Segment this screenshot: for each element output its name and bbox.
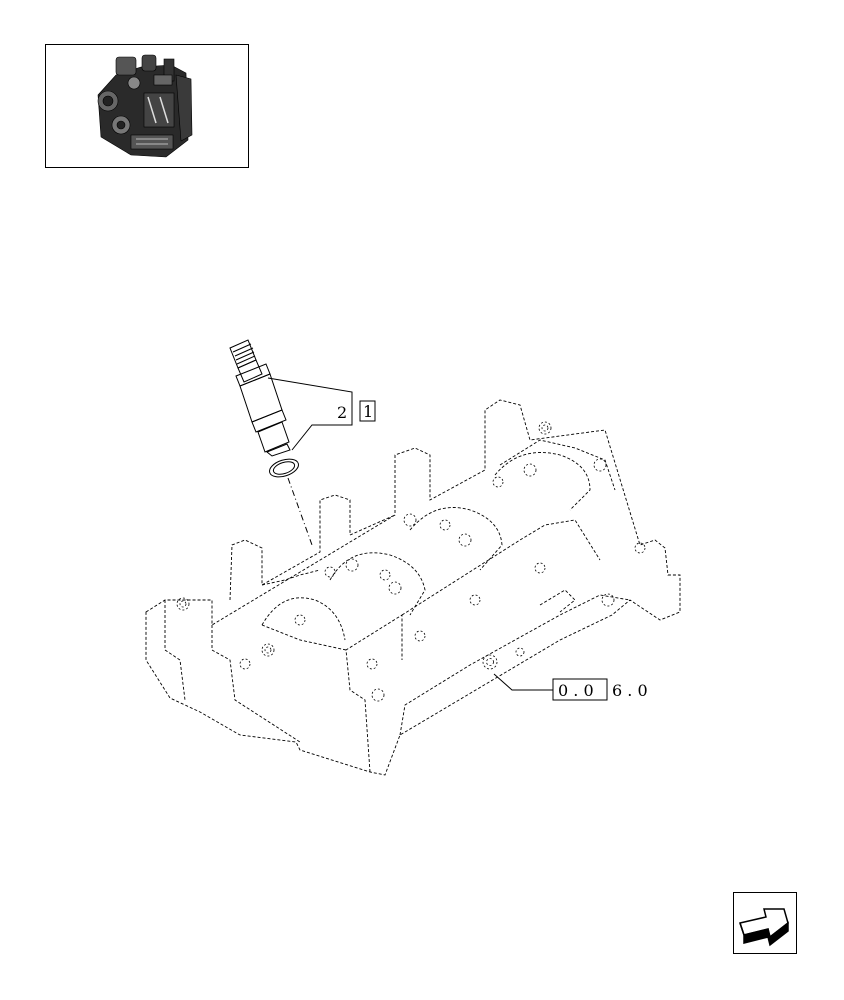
item-ref-label: 1 [363, 402, 373, 421]
injector-part [229, 339, 291, 457]
section-ref-boxed-label[interactable]: 0 . 0 [558, 681, 594, 700]
washer-part [269, 458, 299, 478]
next-page-button[interactable] [733, 892, 797, 954]
engine-thumbnail [45, 44, 249, 168]
next-page-arrow-icon [739, 908, 789, 947]
section-ref-box[interactable] [552, 678, 608, 701]
item-ref-box [359, 400, 376, 422]
leader-line-ref [493, 673, 553, 691]
cylinder-head-part [145, 399, 681, 776]
engine-thumbnail-icon [97, 54, 193, 158]
assembly-axis-line [287, 477, 313, 546]
item-number-label: 2 [337, 403, 347, 422]
section-ref-suffix-label[interactable]: 6 . 0 [612, 681, 648, 700]
leader-line-injector [267, 377, 353, 451]
